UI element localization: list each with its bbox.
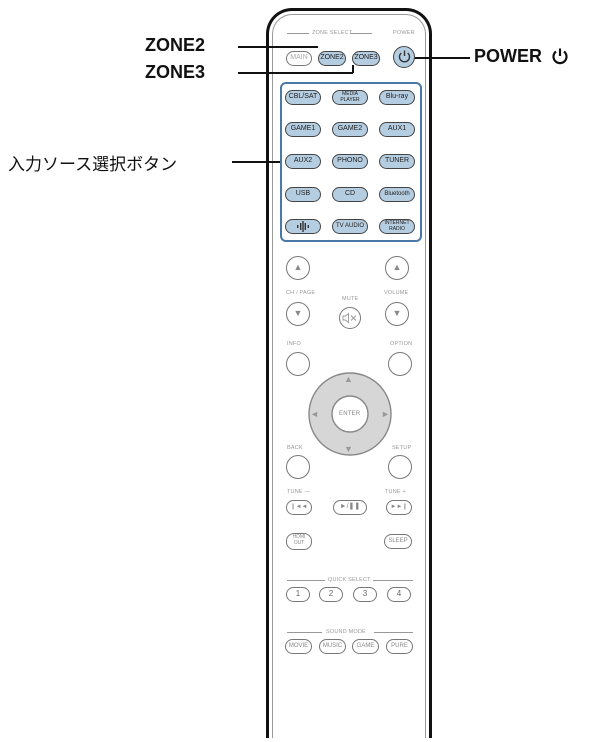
zone3-button[interactable]: ZONE3 — [352, 51, 380, 66]
cursor-right-button[interactable]: ► — [381, 409, 390, 419]
bluray-button[interactable]: Blu-ray — [379, 90, 415, 105]
callout-power: POWER — [474, 46, 569, 70]
quick-select-2-button[interactable]: 2 — [319, 587, 343, 602]
volume-label: VOLUME — [384, 290, 409, 296]
tune-previous-button[interactable]: ❙◄◄ — [286, 500, 312, 515]
leader-zone3 — [238, 72, 353, 74]
mute-label: MUTE — [342, 296, 359, 302]
media-player-button[interactable]: MEDIA PLAYER — [332, 90, 368, 105]
setup-label: SETUP — [392, 445, 412, 451]
triangle-down-icon: ▼ — [392, 308, 402, 318]
triangle-up-icon: ▲ — [392, 262, 402, 272]
quick-select-4-button[interactable]: 4 — [387, 587, 411, 602]
zone-select-rule-left — [287, 33, 309, 34]
media-player-label-line2: PLAYER — [340, 96, 360, 103]
hdmi-out-button[interactable]: HDMI OUT — [286, 533, 312, 550]
info-label: INFO — [287, 341, 301, 347]
mute-icon — [342, 312, 357, 324]
game1-button[interactable]: GAME1 — [285, 122, 321, 137]
tune-next-button[interactable]: ►►❙ — [386, 500, 412, 515]
cursor-left-button[interactable]: ◄ — [310, 409, 319, 419]
callout-input-source: 入力ソース選択ボタン — [8, 155, 178, 175]
tune-minus-label: TUNE — — [287, 489, 311, 495]
enter-button[interactable]: ENTER — [339, 411, 361, 417]
skip-forward-icon: ►►❙ — [390, 504, 408, 510]
sleep-button[interactable]: SLEEP — [384, 534, 412, 549]
triangle-up-icon: ▲ — [293, 262, 303, 272]
option-button[interactable] — [388, 352, 412, 376]
cursor-down-button[interactable]: ▼ — [344, 444, 353, 454]
aux1-button[interactable]: AUX1 — [379, 122, 415, 137]
power-icon — [398, 50, 410, 63]
power-button[interactable] — [393, 46, 415, 68]
leader-zone2 — [238, 46, 318, 48]
pure-button[interactable]: PURE — [386, 639, 413, 654]
sound-mode-rule-right — [374, 632, 413, 633]
input-source-group-frame — [280, 82, 422, 242]
channel-up-button[interactable]: ▲ — [286, 256, 310, 280]
zone2-button[interactable]: ZONE2 — [318, 51, 346, 66]
cd-button[interactable]: CD — [332, 187, 368, 202]
hdmi-out-label-line2: OUT — [293, 539, 305, 546]
power-label: POWER — [393, 30, 415, 36]
option-label: OPTION — [390, 341, 413, 347]
remote-inner-outline — [272, 14, 426, 738]
tune-plus-label: TUNE + — [385, 489, 406, 495]
bluetooth-button[interactable]: Bluetooth — [379, 187, 415, 202]
callout-zone3: ZONE3 — [145, 62, 206, 82]
power-symbol-icon — [551, 47, 569, 70]
info-button[interactable] — [286, 352, 310, 376]
play-pause-button[interactable]: ►/❚❚ — [333, 500, 367, 515]
mute-button[interactable] — [339, 307, 361, 329]
back-button[interactable] — [286, 455, 310, 479]
cursor-up-button[interactable]: ▲ — [344, 374, 353, 384]
quick-select-3-button[interactable]: 3 — [353, 587, 377, 602]
sound-mode-label: SOUND MODE — [326, 629, 366, 635]
heos-icon — [297, 221, 309, 232]
setup-button[interactable] — [388, 455, 412, 479]
game-button[interactable]: GAME — [352, 639, 379, 654]
back-label: BACK — [287, 445, 303, 451]
phono-button[interactable]: PHONO — [332, 154, 368, 169]
cursor-pad-graphic — [308, 372, 392, 456]
usb-button[interactable]: USB — [285, 187, 321, 202]
internet-radio-button[interactable]: INTERNET RADIO — [379, 219, 415, 234]
music-button[interactable]: MUSIC — [319, 639, 346, 654]
triangle-down-icon: ▼ — [293, 308, 303, 318]
tv-audio-button[interactable]: TV AUDIO — [332, 219, 368, 234]
quick-select-label: QUICK SELECT — [328, 577, 371, 583]
internet-radio-label-line1: INTERNET — [384, 220, 410, 226]
leader-zone3-stub — [352, 65, 354, 73]
quick-select-1-button[interactable]: 1 — [286, 587, 310, 602]
zone-select-rule-right — [350, 33, 372, 34]
game2-button[interactable]: GAME2 — [332, 122, 368, 137]
hdmi-out-label-line1: HDMI — [292, 534, 306, 540]
ch-page-label: CH / PAGE — [286, 290, 316, 296]
media-player-label-line1: MEDIA — [342, 91, 358, 97]
callout-zone2: ZONE2 — [145, 35, 206, 55]
channel-down-button[interactable]: ▼ — [286, 302, 310, 326]
volume-down-button[interactable]: ▼ — [385, 302, 409, 326]
zone-select-label: ZONE SELECT — [312, 30, 353, 36]
cursor-pad — [307, 371, 393, 457]
internet-radio-label-line2: RADIO — [389, 225, 405, 232]
movie-button[interactable]: MOVIE — [285, 639, 312, 654]
callout-power-label: POWER — [474, 46, 543, 66]
sound-mode-rule-left — [287, 632, 322, 633]
cbl-sat-button[interactable]: CBL/SAT — [285, 90, 321, 105]
main-zone-button[interactable]: MAIN — [286, 51, 312, 66]
leader-power — [408, 57, 470, 59]
quick-select-rule-right — [373, 580, 413, 581]
heos-button[interactable] — [285, 219, 321, 234]
leader-input-source — [232, 161, 280, 163]
aux2-button[interactable]: AUX2 — [285, 154, 321, 169]
tuner-button[interactable]: TUNER — [379, 154, 415, 169]
skip-back-icon: ❙◄◄ — [290, 504, 308, 510]
volume-up-button[interactable]: ▲ — [385, 256, 409, 280]
quick-select-rule-left — [287, 580, 325, 581]
